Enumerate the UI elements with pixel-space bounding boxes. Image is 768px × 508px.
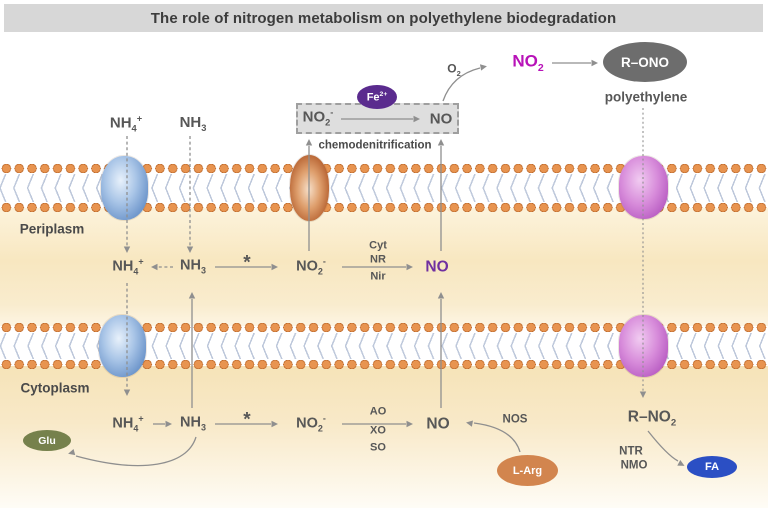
box-no-label: NO — [429, 110, 453, 128]
cytoplasm-background — [0, 366, 768, 508]
periplasm-nh4-label: NH4+ — [112, 256, 144, 277]
enzyme-nos-label: NOS — [502, 413, 528, 426]
cytoplasm-label: Cytoplasm — [20, 380, 90, 396]
lipid-heads-row — [0, 163, 768, 174]
enzyme-nmo-label: NMO — [620, 459, 648, 472]
fe2-badge: Fe2+ — [357, 85, 397, 109]
enzyme-xo-label: XO — [370, 424, 386, 437]
nitrite-transporter-outer — [290, 155, 329, 221]
enzyme-cyt-label: Cyt — [369, 239, 387, 252]
cytoplasm-asterisk: * — [243, 409, 251, 431]
periplasm-no2-label: NO2- — [296, 256, 326, 277]
lipid-heads-row — [0, 359, 768, 370]
periplasm-asterisk: * — [243, 252, 251, 274]
ammonium-transporter-outer — [101, 156, 148, 220]
extracellular-nh3-label: NH3 — [179, 113, 207, 133]
no2-gas-label: NO2 — [512, 51, 544, 74]
l-arg-label: L-Arg — [512, 464, 543, 477]
r-ono-badge: R–ONO — [603, 42, 687, 82]
periplasm-no-label: NO — [425, 258, 449, 276]
fa-badge: FA — [687, 456, 737, 478]
ammonium-transporter-inner — [99, 315, 146, 377]
title-bar: The role of nitrogen metabolism on polye… — [4, 4, 763, 32]
glu-label: Glu — [38, 434, 56, 447]
extracellular-nh4-label: NH4+ — [109, 113, 143, 134]
box-no2-label: NO2- — [302, 107, 334, 128]
cytoplasm-nh3-label: NH3 — [180, 414, 206, 433]
enzyme-so-label: SO — [370, 441, 386, 454]
lipid-heads-row — [0, 202, 768, 213]
cytoplasm-nh4-label: NH4+ — [112, 413, 144, 434]
polyethylene-transporter-outer — [619, 156, 668, 219]
cytoplasm-no2-label: NO2- — [296, 413, 326, 434]
enzyme-ntr-label: NTR — [619, 445, 643, 458]
enzyme-ao-label: AO — [369, 405, 387, 418]
l-arg-badge: L-Arg — [497, 455, 558, 486]
r-no2-label: R–NO2 — [627, 408, 677, 429]
periplasm-nh3-label: NH3 — [180, 257, 206, 276]
cytoplasm-no-label: NO — [426, 415, 450, 433]
polyethylene-transporter-inner — [619, 315, 668, 377]
fe2-label: Fe2+ — [366, 90, 388, 104]
enzyme-nir-label: Nir — [370, 270, 386, 283]
periplasm-label: Periplasm — [19, 221, 85, 237]
polyethylene-label: polyethylene — [604, 89, 688, 105]
r-ono-label: R–ONO — [620, 54, 669, 70]
lipid-heads-row — [0, 322, 768, 333]
enzyme-nr-label: NR — [370, 253, 386, 266]
chemodenitrification-label: chemodenitrification — [318, 139, 432, 152]
o2-label: O2 — [447, 61, 461, 78]
fa-label: FA — [704, 461, 720, 473]
glu-badge: Glu — [23, 430, 71, 451]
diagram-title: The role of nitrogen metabolism on polye… — [150, 9, 617, 27]
